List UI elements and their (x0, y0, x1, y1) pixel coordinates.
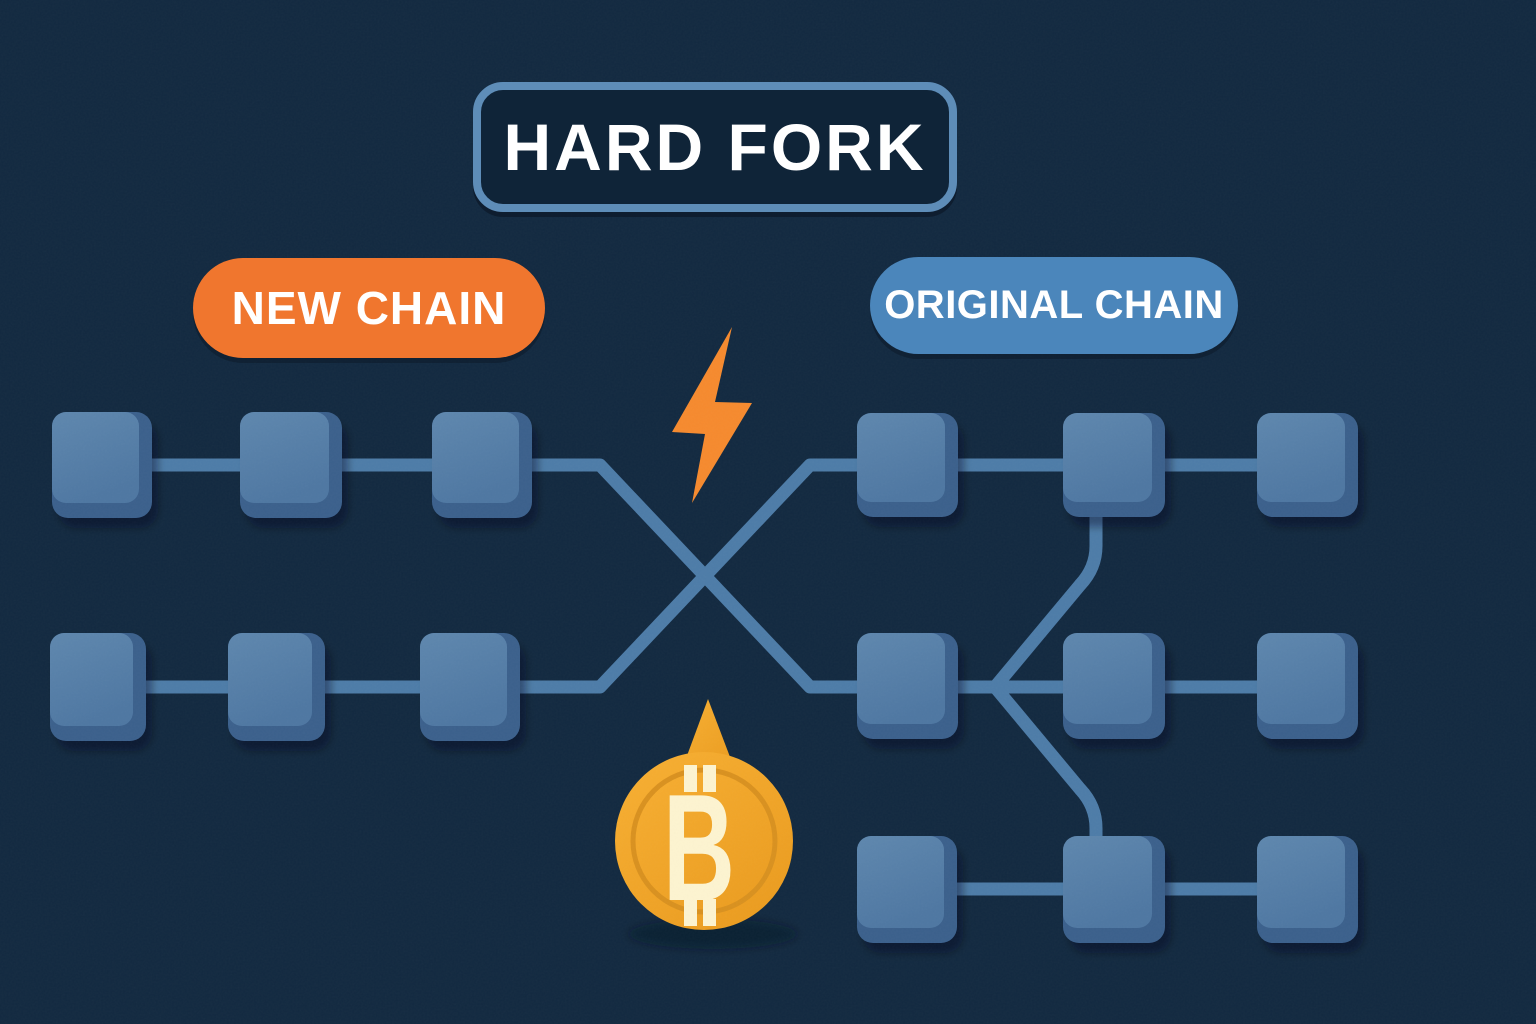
connector-branch-down (990, 682, 1103, 860)
bitcoin-symbol: B (663, 763, 735, 933)
block-face (1063, 633, 1152, 724)
bitcoin-symbol-bar (684, 899, 697, 926)
coin-drop-shadow (629, 919, 797, 949)
block-face (1257, 633, 1345, 724)
original-chain-label: ORIGINAL CHAIN (884, 283, 1224, 327)
block-node-original-chain-row1-7 (857, 413, 964, 527)
connector-branch-up (990, 495, 1103, 692)
block-node-new-chain-row2-4 (50, 633, 152, 751)
block-node-original-chain-row2-10 (857, 633, 964, 749)
block-node-new-chain-row2-6 (420, 633, 526, 751)
bitcoin-coin-icon: B (615, 699, 797, 949)
block-face (52, 412, 139, 503)
block-face (1063, 836, 1152, 928)
block-layer (50, 412, 1364, 953)
block-node-original-chain-row2-11 (1063, 633, 1171, 749)
block-node-new-chain-row1-3 (432, 412, 538, 528)
block-face (432, 412, 519, 503)
block-face (1063, 413, 1152, 502)
block-node-original-chain-row3-13 (857, 836, 963, 953)
connector-fork-cross-down (500, 458, 875, 694)
block-node-original-chain-row1-8 (1063, 413, 1171, 527)
new-chain-badge: NEW CHAIN (193, 258, 545, 358)
block-face (857, 413, 945, 502)
block-face (857, 836, 944, 928)
block-node-new-chain-row2-5 (228, 633, 331, 751)
block-node-original-chain-row3-15 (1257, 836, 1364, 953)
block-node-new-chain-row1-2 (240, 412, 348, 528)
block-face (420, 633, 507, 726)
bitcoin-symbol-bar (703, 765, 716, 792)
bitcoin-symbol-bar (684, 765, 697, 792)
block-node-original-chain-row3-14 (1063, 836, 1171, 953)
block-node-original-chain-row1-9 (1257, 413, 1364, 527)
block-face (240, 412, 329, 503)
page-title: HARD FORK (503, 110, 927, 184)
block-face (857, 633, 945, 724)
lightning-bolt-icon (672, 327, 752, 503)
connector-fork-cross-up (500, 458, 875, 694)
block-face (1257, 836, 1345, 928)
original-chain-badge: ORIGINAL CHAIN (870, 257, 1238, 354)
coin-disc (615, 752, 793, 930)
block-face (50, 633, 133, 726)
block-face (1257, 413, 1345, 502)
hard-fork-title-badge: HARD FORK (473, 82, 957, 212)
block-face (228, 633, 312, 726)
new-chain-label: NEW CHAIN (231, 282, 507, 334)
bitcoin-symbol-bar (703, 899, 716, 926)
block-node-new-chain-row1-1 (52, 412, 158, 528)
block-node-original-chain-row2-12 (1257, 633, 1364, 749)
